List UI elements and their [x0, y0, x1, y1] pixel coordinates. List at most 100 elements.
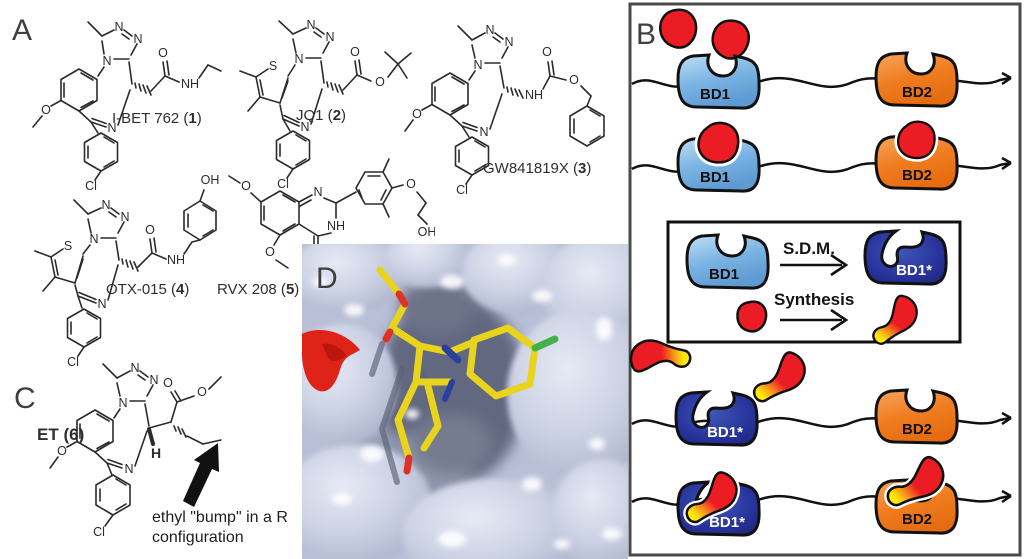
atom-o: O [375, 75, 385, 89]
bound-red-ligand [894, 118, 939, 162]
atom-n: N [102, 54, 111, 68]
bd2-label: BD2 [902, 84, 932, 101]
ligand-sticks [376, 266, 539, 462]
annotation-line1: ethyl "bump" in a R [152, 509, 288, 526]
atom-n: N [479, 125, 488, 139]
atom-n: N [149, 373, 158, 387]
atom-n: N [124, 462, 133, 476]
ibet762-structure: N N N O N O NH Cl [32, 20, 222, 191]
atom-cl: Cl [67, 355, 79, 369]
panel-a-label: A [12, 14, 33, 47]
atom-n: N [107, 121, 116, 135]
compound-number: 5 [285, 281, 295, 298]
bd2-domain: BD2 [874, 388, 959, 445]
atom-n: N [300, 120, 309, 134]
atom-n: N [504, 35, 513, 49]
atom-o: O [241, 179, 251, 193]
annotation-line2: configuration [152, 529, 244, 546]
red-ligand-small [736, 300, 768, 333]
compound-name: JQ1 ( [296, 107, 333, 124]
bd1-label: BD1 [709, 266, 739, 283]
compound-name: OTX-015 ( [106, 281, 177, 298]
bd2-domain: BD2 [874, 51, 959, 108]
atom-n: N [130, 361, 139, 375]
bd1-label: BD1 [700, 169, 730, 186]
oxygen-stick [403, 454, 413, 475]
modified-ligand [752, 351, 806, 403]
atom-o: O [406, 177, 416, 191]
gw841819x-label: GW841819X (3) [483, 160, 591, 177]
nitrogen-stick [441, 344, 462, 364]
atom-cl: Cl [93, 525, 105, 539]
atom-n: N [294, 52, 303, 66]
compound-close: ) [78, 425, 85, 444]
atom-n: N [120, 210, 129, 224]
sdm-label: S.D.M. [783, 239, 835, 258]
atom-o: O [158, 46, 168, 60]
ligand-heteroatoms [382, 290, 559, 475]
atom-nh: NH [327, 219, 345, 233]
compound-name: I-BET 762 ( [112, 110, 189, 127]
atom-o: O [350, 45, 360, 59]
panel-d-label: D [316, 262, 338, 295]
atom-n: N [89, 232, 98, 246]
nitrogen-stick [442, 379, 455, 402]
bd1-domain: BD1 [685, 233, 770, 290]
bd2-label: BD2 [902, 167, 932, 184]
atom-o: O [57, 444, 67, 458]
bd1-mutant-domain: BD1* [674, 390, 759, 447]
sdm-arrow [780, 253, 849, 277]
atom-n: N [101, 198, 110, 212]
atom-n: N [133, 32, 142, 46]
bd1-mutant-domain-bound: BD1* [676, 468, 761, 537]
bd2-label: BD2 [902, 511, 932, 528]
atom-cl: Cl [456, 183, 468, 197]
ligand-phenyl-ring [466, 324, 539, 400]
atom-n: N [118, 396, 127, 410]
atom-n: N [313, 185, 322, 199]
atom-n: N [325, 30, 334, 44]
atom-o: O [41, 103, 51, 117]
synthesis-arrow [780, 308, 849, 332]
free-red-ligand [711, 19, 750, 60]
bump-arrow [183, 443, 219, 507]
atom-oh: OH [201, 173, 220, 187]
bd2-label: BD2 [902, 421, 932, 438]
atom-n: N [306, 18, 315, 32]
bd1-mutant-label: BD1* [707, 424, 743, 441]
modified-ligand [629, 339, 692, 373]
jq1-label: JQ1 (2) [296, 107, 346, 124]
bound-red-ligand [694, 119, 743, 167]
ibet762-label: I-BET 762 (1) [112, 110, 202, 127]
bd2-domain-bound: BD2 [874, 118, 959, 191]
bound-modified-ligand [683, 468, 740, 526]
atom-s: S [64, 239, 72, 253]
atom-nh: NH [525, 88, 543, 102]
compound-close: ) [184, 281, 190, 298]
atom-o: O [145, 223, 155, 237]
atom-cl: Cl [277, 177, 289, 191]
atom-cl: Cl [85, 179, 97, 191]
atom-n: N [114, 20, 123, 34]
atom-o: O [265, 245, 275, 259]
compound-close: ) [196, 110, 202, 127]
atom-nh: NH [181, 77, 199, 91]
compound-number: 6 [69, 425, 79, 444]
compound-number: 4 [176, 281, 185, 298]
compound-close: ) [586, 160, 592, 177]
atom-s: S [269, 59, 277, 73]
bd2-domain-clash: BD2 [874, 453, 959, 535]
compound-number: 1 [188, 110, 197, 127]
panel-c-label: C [14, 382, 36, 415]
free-red-ligand [659, 8, 698, 49]
surface-highlights [312, 255, 622, 549]
atom-oh: OH [418, 225, 435, 239]
atom-n: N [473, 58, 482, 72]
atom-n: N [97, 297, 106, 311]
jq1-structure: N N N S O O N Cl [239, 18, 412, 191]
compound-name: ET ( [37, 425, 70, 444]
bd1-label: BD1 [700, 86, 730, 103]
et-structure: N N N O N H O O Cl [49, 361, 222, 539]
panel-d-surface-render: D [302, 244, 628, 559]
